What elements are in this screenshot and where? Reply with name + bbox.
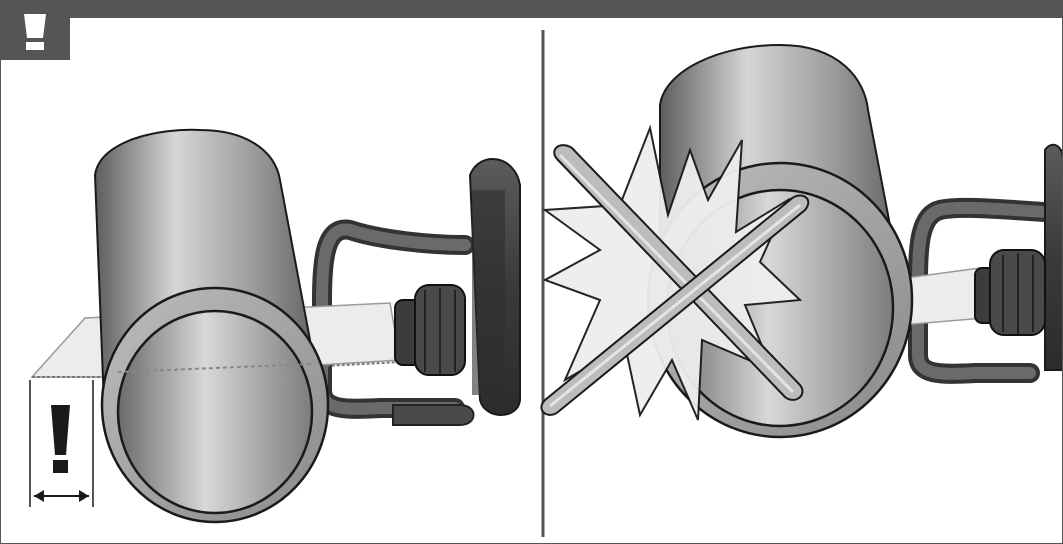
saw-handle-right — [908, 197, 1055, 384]
left-panel-correct — [29, 128, 521, 524]
right-panel-incorrect — [540, 43, 1063, 439]
clearance-dimension — [29, 380, 94, 507]
warning-badge-icon — [24, 14, 46, 50]
blade-chuck-right — [974, 249, 1046, 336]
warning-badge — [0, 0, 70, 60]
pipe-left — [93, 128, 330, 524]
saw-body-right — [1044, 143, 1063, 371]
blade-chuck — [394, 284, 466, 376]
forbidden-cross-icon — [540, 144, 810, 416]
saw-body — [468, 158, 521, 416]
exclamation-mark-icon — [51, 405, 70, 473]
saw-handle — [312, 219, 475, 426]
header-bar — [0, 0, 1063, 18]
